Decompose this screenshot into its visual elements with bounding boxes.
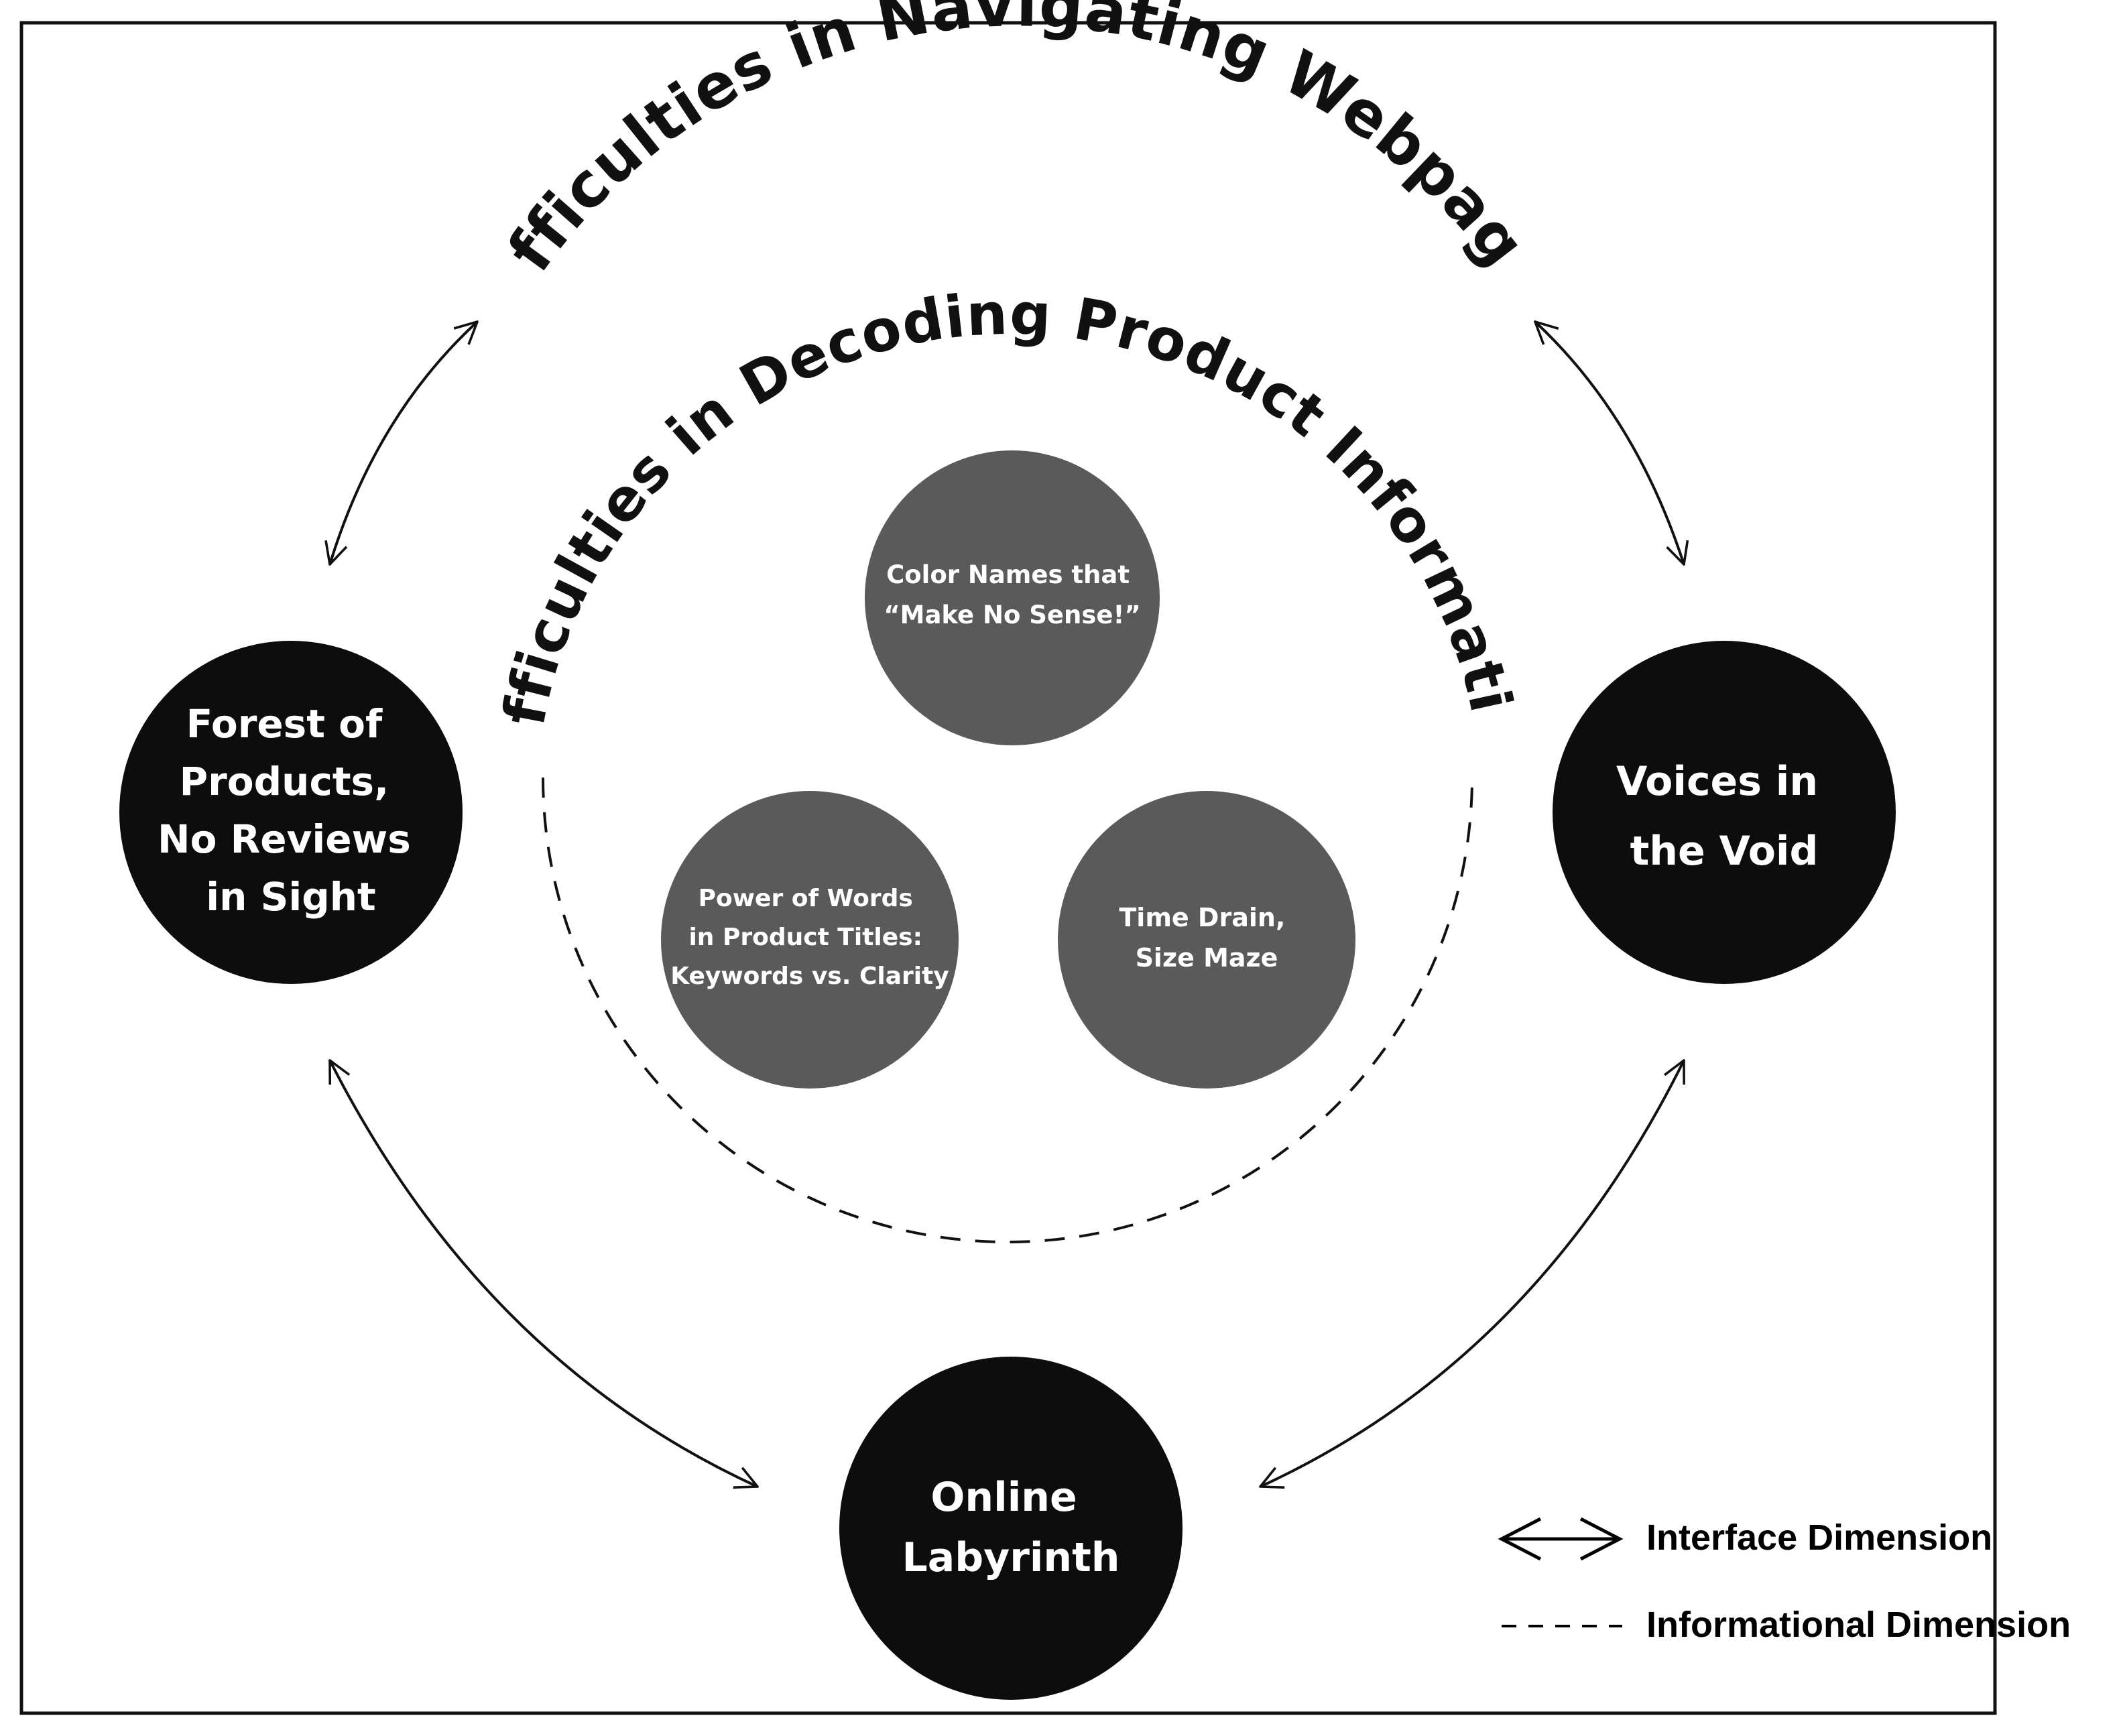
- node-voices-circle: [1553, 641, 1896, 984]
- outer-arc-title: Difficulties in Navigating Webpages: [0, 0, 1540, 284]
- node-labyrinth-label: Online Labyrinth: [902, 1474, 1119, 1581]
- node-labyrinth-circle: [839, 1357, 1183, 1700]
- arrow-voices-to-labyrinth: [1260, 1060, 1684, 1487]
- informational-dashed-arc: [542, 777, 1473, 1243]
- node-time-drain-label: Time Drain, Size Maze: [1119, 903, 1294, 973]
- arrow-forest-to-labyrinth: [330, 1060, 758, 1487]
- node-power-words-label: Power of Words in Product Titles: Keywor…: [670, 885, 949, 990]
- legend-interface-swatch: [1498, 1517, 1624, 1561]
- arrow-voices-to-top: [1535, 322, 1684, 564]
- legend-informational-label: Informational Dimension: [1646, 1605, 2071, 1645]
- node-color-names-circle: [865, 450, 1160, 745]
- node-forest-label: Forest of Products, No Reviews in Sight: [158, 701, 424, 920]
- node-color-names-label: Color Names that “Make No Sense!”: [884, 560, 1140, 629]
- node-forest-circle: [119, 641, 463, 984]
- node-power-words-circle: [661, 791, 959, 1089]
- legend: Interface Dimension Informational Dimens…: [1498, 1517, 2071, 1645]
- legend-interface-label: Interface Dimension: [1646, 1517, 1992, 1558]
- diagram-frame: [19, 21, 1997, 1715]
- node-time-drain-circle: [1058, 791, 1355, 1089]
- node-voices-label: Voices in the Void: [1616, 758, 1832, 875]
- arrow-forest-to-top: [330, 322, 477, 564]
